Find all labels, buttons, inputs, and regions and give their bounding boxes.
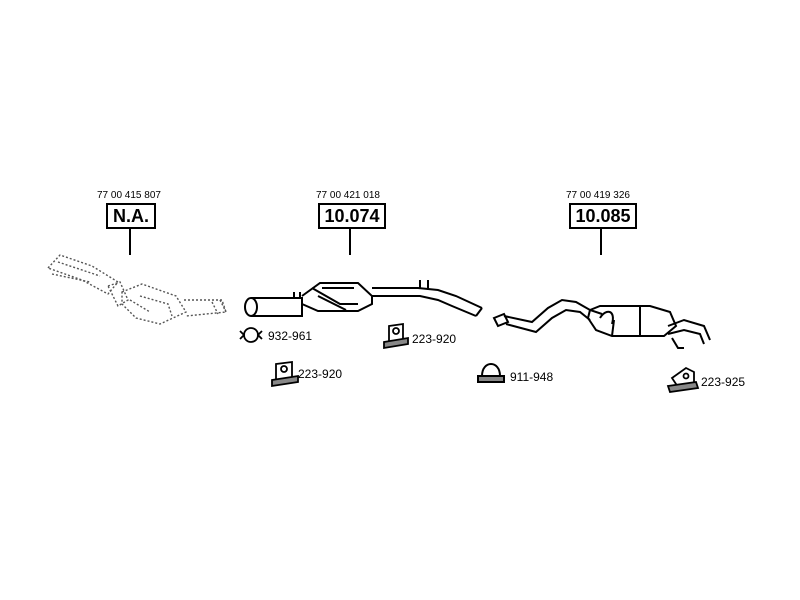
part-label-mount-1[interactable]: 223-920 [298, 367, 343, 381]
leader-line-rear-muffler [600, 229, 602, 255]
clamp-ring-icon [239, 327, 263, 343]
rubber-mount-icon [383, 322, 409, 350]
oe-number-center-muffler: 77 00 421 018 [316, 190, 380, 201]
leader-line-catalyst [129, 229, 131, 255]
oe-number-catalyst: 77 00 415 807 [97, 190, 161, 201]
catalyst-dotted-outline [46, 254, 227, 325]
part-code-box-catalyst[interactable]: N.A. [106, 203, 156, 229]
oe-number-rear-muffler: 77 00 419 326 [566, 190, 630, 201]
rubber-mount-icon [271, 360, 299, 388]
part-label-mount-2[interactable]: 223-920 [412, 332, 457, 346]
rear-muffler-drawing [492, 298, 711, 349]
part-label-hanger[interactable]: 223-925 [701, 375, 746, 389]
part-code-box-center-muffler[interactable]: 10.074 [318, 203, 386, 229]
part-code-box-rear-muffler[interactable]: 10.085 [569, 203, 637, 229]
center-muffler-drawing [244, 280, 483, 317]
part-label-clamp[interactable]: 932-961 [268, 329, 313, 343]
part-label-u-bolt[interactable]: 911-948 [510, 370, 554, 384]
hanger-bracket-icon [666, 366, 700, 393]
leader-line-center-muffler [349, 229, 351, 255]
u-bolt-clamp-icon [477, 363, 505, 383]
